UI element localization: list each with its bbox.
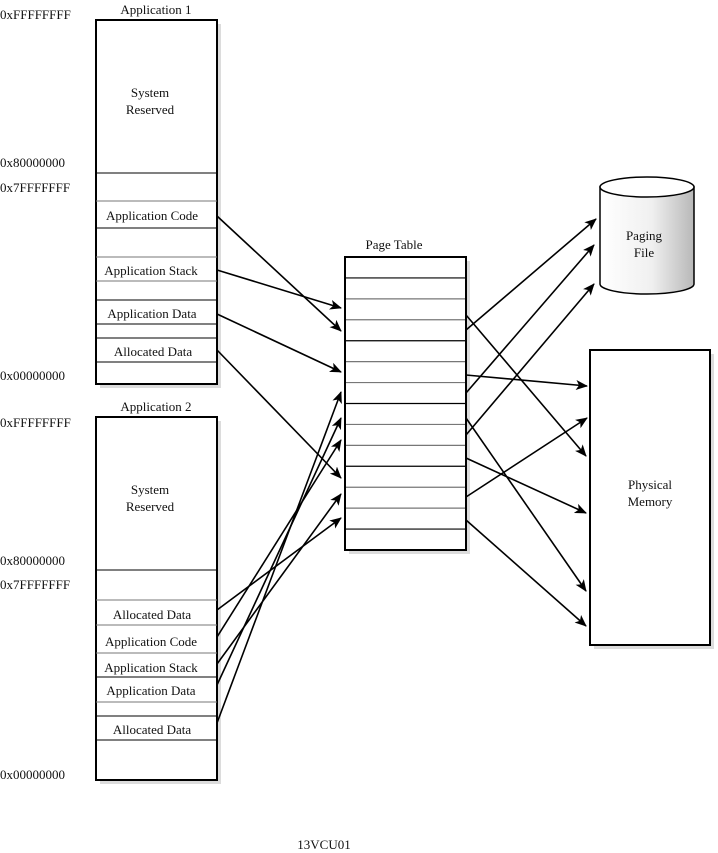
paging-file-label-1: Paging <box>626 228 663 243</box>
arrow-to-paging-file <box>465 283 595 436</box>
segment-application-code: Application Code <box>106 208 198 223</box>
arrow-to-paging-file <box>465 218 597 331</box>
dividers <box>96 569 217 741</box>
arrow-app1-stack <box>216 269 342 310</box>
address-bottom: 0x00000000 <box>0 767 65 782</box>
page-table-title: Page Table <box>366 237 423 252</box>
arrow-to-physical-memory <box>465 314 587 457</box>
address-top: 0xFFFFFFFF <box>0 415 71 430</box>
arrow-to-paging-file <box>465 244 595 394</box>
physical-memory-box <box>589 349 711 646</box>
physical-memory-label-1: Physical <box>628 477 672 492</box>
arrow-to-physical-memory <box>465 519 587 627</box>
application-1: Application 1 0xFFFFFFFF 0x80000000 0x7F… <box>0 2 221 388</box>
paging-file-cylinder <box>599 186 695 295</box>
segment-allocated-data: Allocated Data <box>113 607 192 622</box>
segment-application-stack: Application Stack <box>104 660 198 675</box>
arrow-to-physical-memory <box>465 417 587 592</box>
address-bottom: 0x00000000 <box>0 368 65 383</box>
segment-application-code: Application Code <box>105 634 197 649</box>
arrow-app1-data <box>216 313 342 373</box>
arrow-app1-code <box>216 215 342 332</box>
application-2: Application 2 0xFFFFFFFF 0x80000000 0x7F… <box>0 399 221 784</box>
arrow-app2-code <box>216 439 342 638</box>
application-1-box <box>95 19 218 385</box>
system-reserved-label-1: System <box>131 85 169 100</box>
segment-application-stack: Application Stack <box>104 263 198 278</box>
segment-allocated-data: Allocated Data <box>114 344 193 359</box>
system-reserved-label-2: Reserved <box>126 102 175 117</box>
arrow-to-physical-memory <box>465 417 588 498</box>
physical-memory-label-2: Memory <box>628 494 673 509</box>
address-system-end: 0x80000000 <box>0 553 65 568</box>
physical-memory: Physical Memory <box>589 349 714 649</box>
address-user-start: 0x7FFFFFFF <box>0 180 70 195</box>
arrow-to-physical-memory <box>465 374 588 390</box>
arrow-app2-data <box>216 417 342 686</box>
arrow-app2-stack <box>216 493 342 665</box>
application-1-title: Application 1 <box>120 2 191 17</box>
application-2-box <box>95 416 218 781</box>
figure-caption: 13VCU01 <box>297 837 350 852</box>
system-reserved-label-2: Reserved <box>126 499 175 514</box>
address-top: 0xFFFFFFFF <box>0 7 71 22</box>
segment-application-data: Application Data <box>106 683 195 698</box>
address-user-start: 0x7FFFFFFF <box>0 577 70 592</box>
segment-application-data: Application Data <box>107 306 196 321</box>
paging-file-top <box>599 176 695 198</box>
paging-file-label-2: File <box>634 245 654 260</box>
application-2-title: Application 2 <box>120 399 191 414</box>
mapping-arrows <box>216 215 597 724</box>
paging-file: Paging File <box>599 176 695 295</box>
address-system-end: 0x80000000 <box>0 155 65 170</box>
page-table-rows <box>346 277 465 530</box>
system-reserved-label-1: System <box>131 482 169 497</box>
dividers <box>96 172 217 363</box>
arrow-to-physical-memory <box>465 457 587 514</box>
page-table: Page Table <box>344 237 470 554</box>
arrow-app2-allocated-2 <box>216 391 342 724</box>
arrow-app1-allocated <box>216 349 342 479</box>
arrow-app2-allocated-1 <box>216 517 342 611</box>
segment-allocated-data: Allocated Data <box>113 722 192 737</box>
